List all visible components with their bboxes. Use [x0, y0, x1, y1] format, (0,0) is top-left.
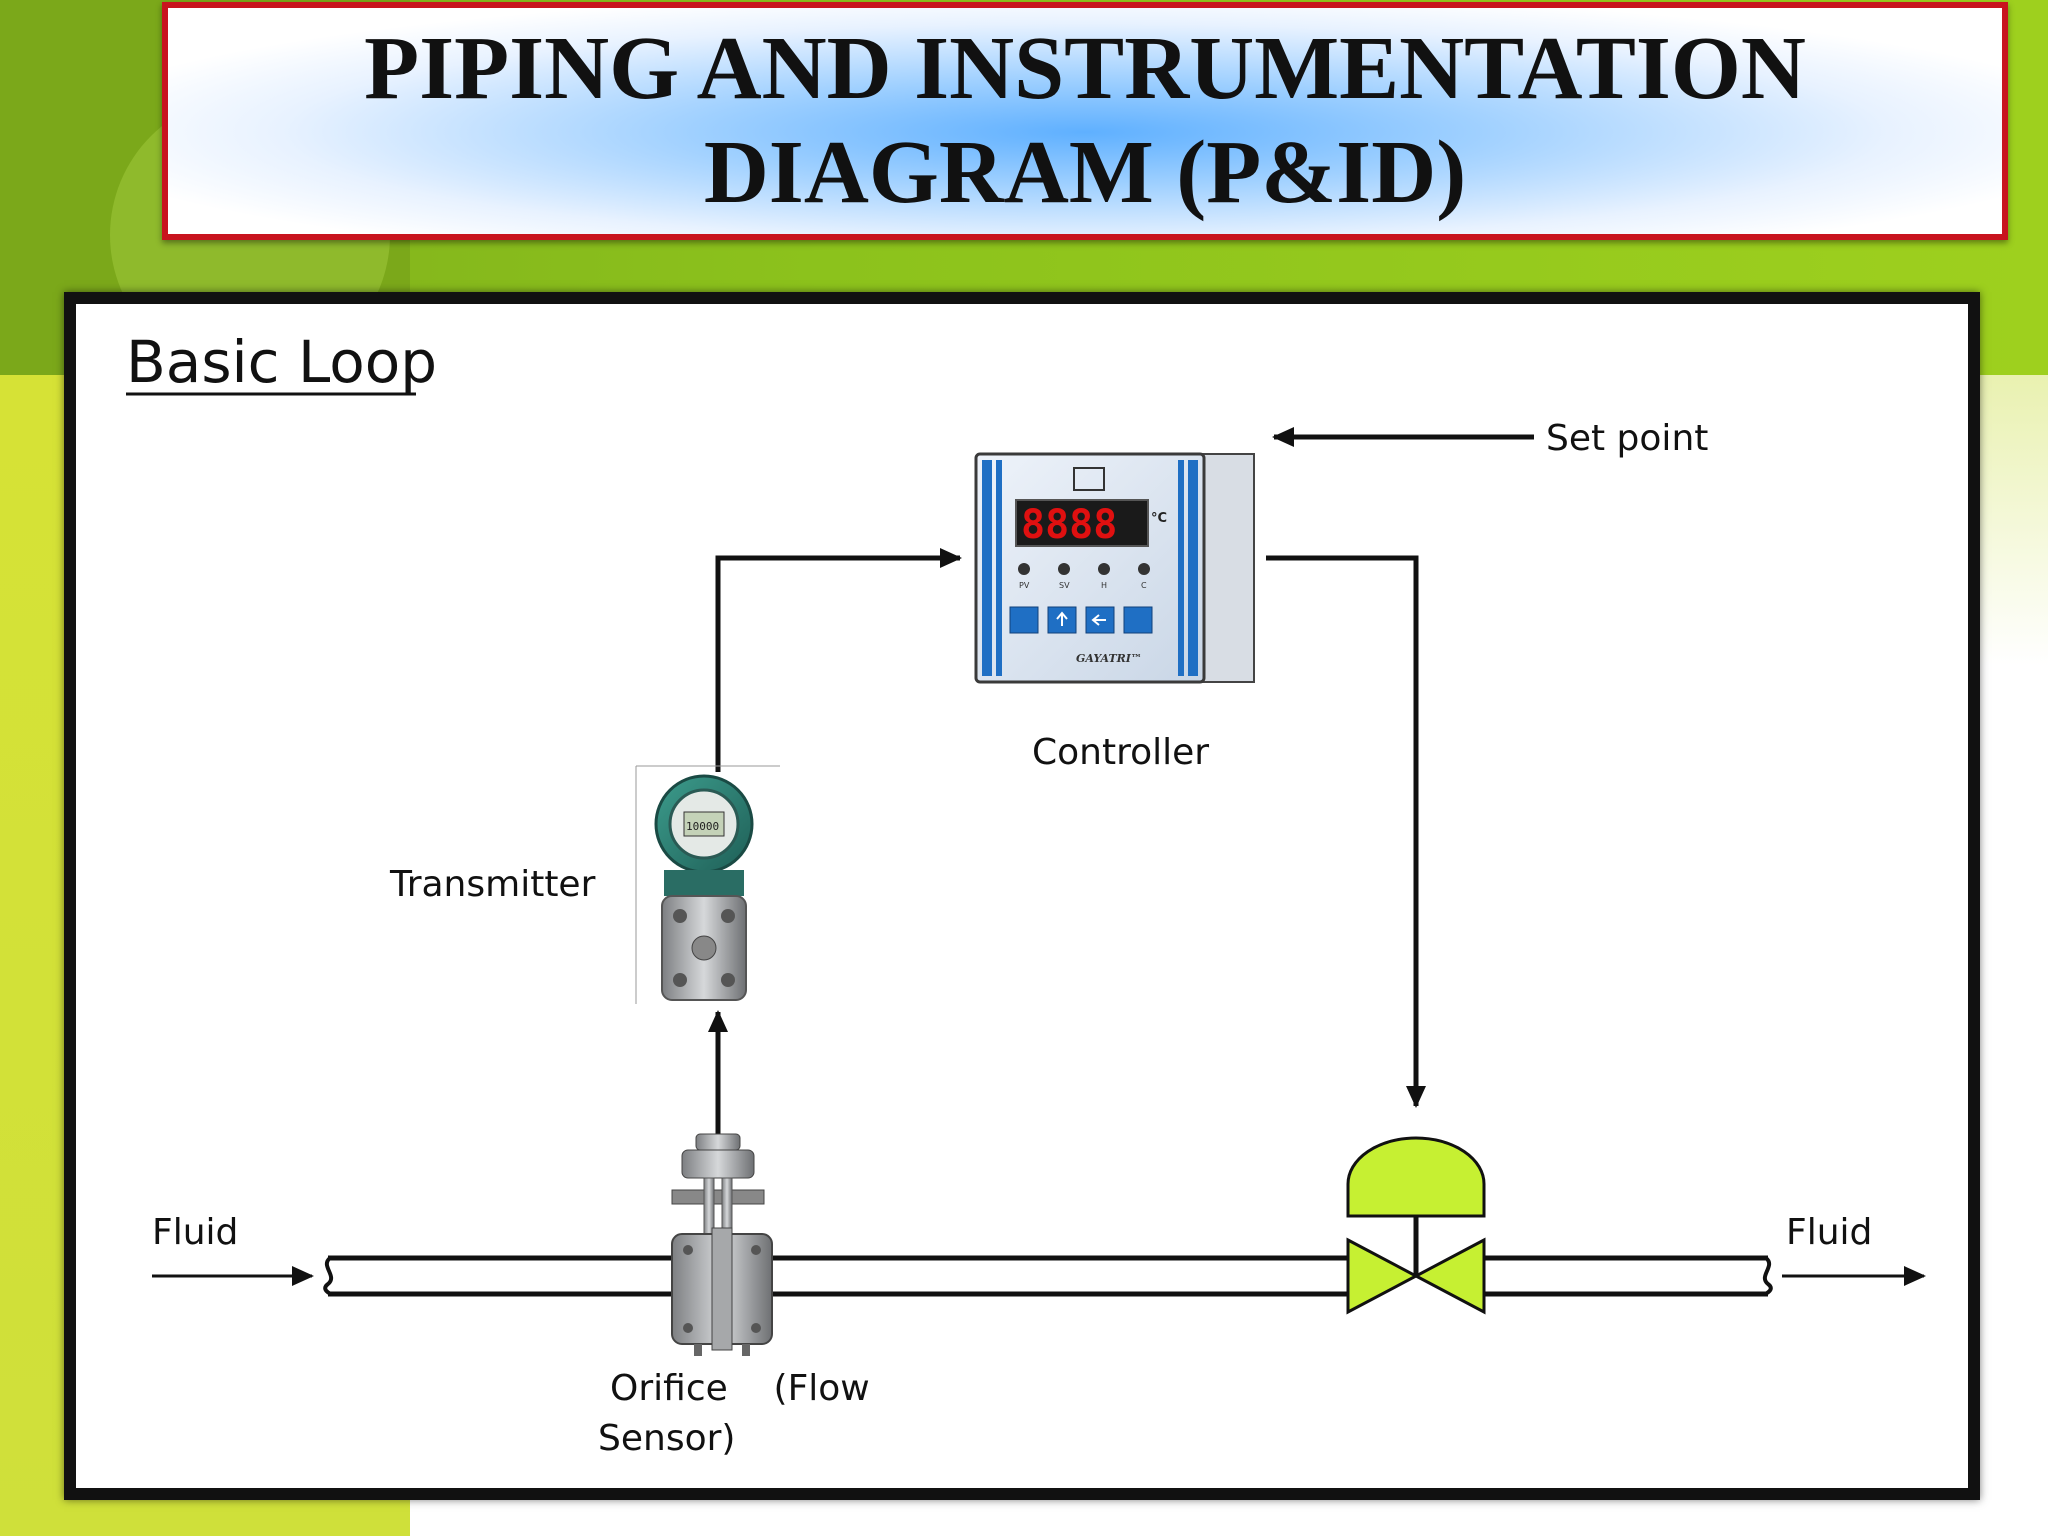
controller-brand: GAYATRI™ — [1076, 652, 1142, 665]
diagram-panel: Basic Loop Set point 8888 °C PV SV H C — [64, 292, 1980, 1500]
indicator-sv: SV — [1059, 581, 1070, 590]
indicator-c: C — [1141, 581, 1147, 590]
controller-unit: °C — [1151, 511, 1167, 526]
controller-display: 8888 — [1021, 502, 1117, 548]
slide-title-box: PIPING AND INSTRUMENTATION DIAGRAM (P&ID… — [162, 2, 2008, 240]
controller-logo-icon — [1073, 467, 1105, 491]
controller-device: 8888 °C PV SV H C GAYATRI™ — [974, 452, 1255, 684]
controller-output-line — [1266, 555, 1426, 1108]
background-bottom — [410, 1498, 2048, 1536]
controller-label: Controller — [1032, 732, 1209, 773]
background-right-strip — [1980, 375, 2048, 1536]
slide-title-line2: DIAGRAM (P&ID) — [703, 123, 1467, 222]
transmitter-label: Transmitter — [389, 864, 596, 905]
fluid-in-label: Fluid — [152, 1212, 238, 1253]
indicator-h: H — [1101, 581, 1107, 590]
control-valve — [1346, 1136, 1486, 1315]
transmitter-display: 10000 — [686, 820, 719, 833]
transmitter-device: 10000 — [635, 765, 780, 1004]
transmitter-signal-line — [715, 548, 962, 772]
orifice-label-line1: Orifice (Flow — [610, 1368, 870, 1409]
set-point-label: Set point — [1546, 418, 1708, 459]
orifice-sensor — [671, 1133, 773, 1356]
slide-title-line1: PIPING AND INSTRUMENTATION — [364, 19, 1806, 118]
up-arrow-icon — [1056, 611, 1068, 626]
orifice-label-line2: Sensor) — [598, 1418, 735, 1459]
pipe — [323, 1255, 1773, 1297]
left-arrow-icon — [1091, 614, 1106, 626]
diagram-heading: Basic Loop — [126, 328, 437, 396]
loop-diagram: Basic Loop Set point 8888 °C PV SV H C — [126, 328, 1926, 1459]
indicator-pv: PV — [1019, 581, 1030, 590]
fluid-out-label: Fluid — [1786, 1212, 1872, 1253]
